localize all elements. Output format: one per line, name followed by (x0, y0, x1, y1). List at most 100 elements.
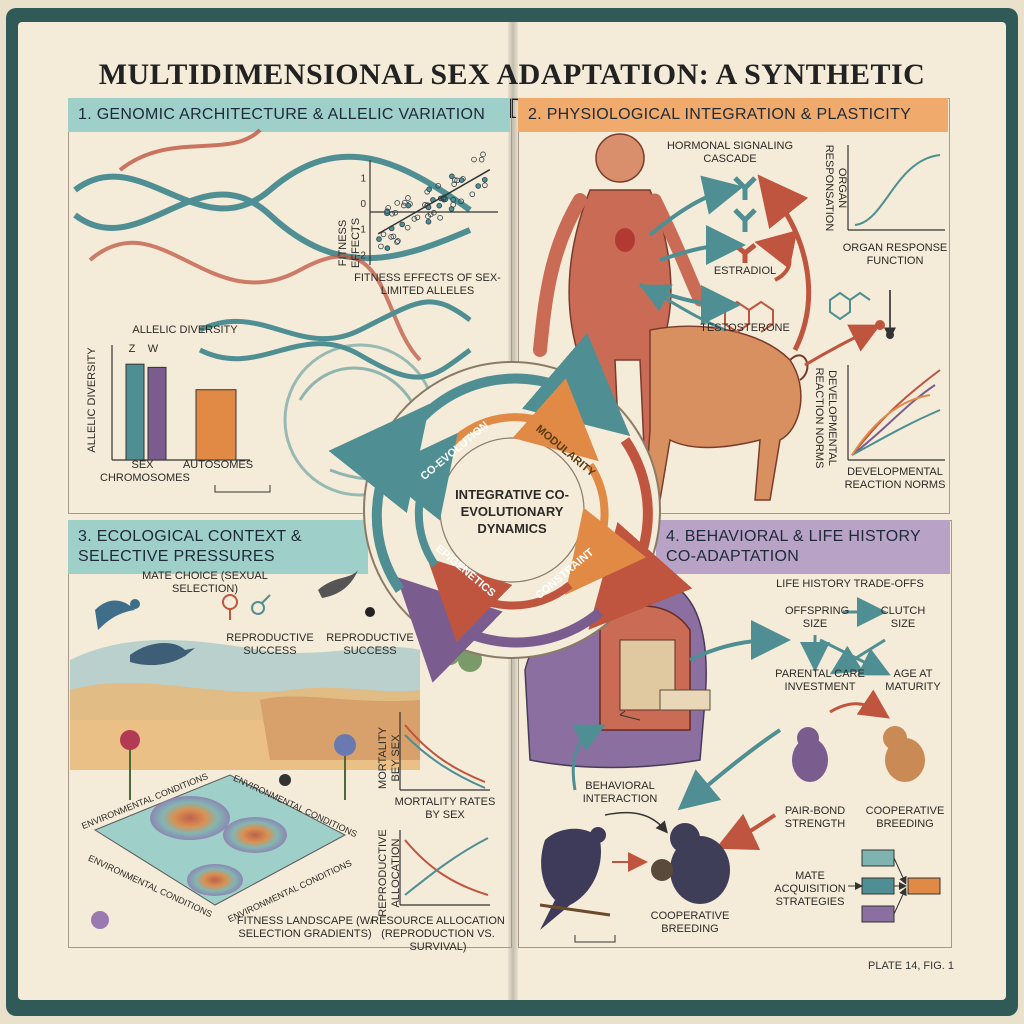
bar-label-z: Z (128, 343, 136, 355)
scatter-point (449, 173, 455, 180)
panel-4-arrows (571, 620, 890, 872)
scatter-point (389, 210, 395, 217)
bar-w (147, 366, 167, 461)
scatter-point (450, 196, 456, 203)
scatter-point (404, 224, 411, 231)
scatter-point (425, 218, 432, 225)
norms-y-axis-label: DEVELOPMENTAL REACTION NORMS (813, 367, 838, 469)
scatter-point (392, 209, 399, 216)
behavioral-interaction-label: BEHAVIORAL INTERACTION (582, 780, 658, 805)
cooperative-breeding-label-1: COOPERATIVE BREEDING (865, 805, 945, 830)
scatter-point (435, 182, 441, 189)
scatter-point (451, 181, 457, 187)
scatter-point (384, 208, 390, 215)
birds-and-symbols (95, 570, 375, 666)
scatter-point (426, 186, 432, 193)
bar-autosomes (195, 389, 237, 461)
parental-care-label: PARENTAL CARE INVESTMENT (775, 668, 865, 693)
scatter-point (395, 238, 401, 244)
age-at-maturity-label: AGE AT MATURITY (885, 668, 941, 693)
scatter-point (401, 202, 407, 209)
scatter-point (384, 245, 391, 252)
scatter-point (437, 214, 443, 221)
scatter-y-axis-label: FITNESS EFFECTS (337, 217, 362, 268)
panel-2-header: 2. PHYSIOLOGICAL INTEGRATION & PLASTICIT… (518, 98, 948, 132)
scatter-point (471, 156, 477, 163)
scatter-point (380, 231, 387, 238)
scatter-point (481, 176, 488, 183)
scatter-points (376, 151, 488, 252)
testosterone-label: TESTOSTERONE (700, 322, 790, 334)
scatter-y-tick: -1 (357, 225, 366, 236)
cooperative-breeding-label-2: COOPERATIVE BREEDING (650, 910, 730, 935)
scatter-point (425, 213, 431, 219)
scatter-point (394, 200, 401, 206)
mortality-caption: MORTALITY RATES BY SEX (394, 796, 496, 821)
scatter-y-ticks: 10-1-2 (357, 173, 366, 261)
scatter-point (388, 234, 394, 240)
tradeoff-arrows (800, 597, 891, 676)
allocation-y-axis-label: REPRODUCTIVE ALLOCATION (377, 829, 402, 917)
scatter-point (405, 202, 412, 209)
scatter-point (451, 177, 458, 183)
panel-3-header: 3. ECOLOGICAL CONTEXT & SELECTIVE PRESSU… (68, 520, 368, 574)
scatter-point (394, 239, 400, 245)
organ-response-chart (847, 145, 945, 231)
scatter-point (475, 183, 482, 189)
scatter-point (478, 156, 485, 163)
panel-4-header: 4. BEHAVIORAL & LIFE HISTORY CO-ADAPTATI… (656, 520, 950, 574)
scatter-point (390, 233, 397, 240)
scatter-point (414, 214, 421, 221)
flowers-decoration (91, 730, 356, 929)
scatter-point (405, 195, 411, 201)
allocation-chart (399, 830, 490, 906)
scatter-point (482, 182, 488, 189)
panel-1-header: 1. GENOMIC ARCHITECTURE & ALLELIC VARIAT… (68, 98, 510, 132)
scatter-point (427, 211, 434, 218)
reaction-norms-chart (847, 365, 945, 461)
scatter-point (436, 202, 443, 209)
organ-y-axis-label: ORGAN RESPONSATION (823, 144, 848, 232)
mate-acquisition-flow (574, 849, 941, 943)
center-cycle-diagram (328, 332, 693, 683)
bar-z (125, 363, 145, 461)
scatter-point (399, 221, 406, 228)
allocation-caption: RESOURCE ALLOCATION (REPRODUCTION VS. SU… (371, 915, 505, 953)
reaction-norms-caption: DEVELOPMENTAL REACTION NORMS (844, 466, 946, 491)
scatter-y-tick: 1 (360, 173, 366, 184)
fitness-landscape-illustration (93, 774, 347, 906)
scatter-y-tick: 0 (360, 199, 366, 210)
clutch-size-label: CLUTCH SIZE (880, 605, 926, 630)
offspring-size-label: OFFSPRING SIZE (785, 605, 850, 630)
scatter-point (480, 151, 486, 158)
scatter-point (378, 243, 384, 250)
pair-bond-label: PAIR-BOND STRENGTH (784, 805, 846, 830)
reproductive-success-label-1: REPRODUCTIVE SUCCESS (226, 632, 314, 657)
bar-marks (125, 363, 237, 461)
mortality-y-axis-label: MORTALITY BEY SEX (377, 727, 402, 789)
center-title: INTEGRATIVE CO-EVOLUTIONARY DYNAMICS (455, 487, 569, 536)
panel-2-arrows (639, 174, 896, 367)
animals-illustration (539, 726, 925, 930)
scatter-point (458, 177, 465, 183)
fitness-scatter-plot: 10-1-2 (357, 151, 498, 265)
mate-choice-label: MATE CHOICE (SEXUAL SELECTION) (142, 570, 268, 595)
scatter-point (385, 205, 391, 211)
estradiol-label: ESTRADIOL (713, 265, 777, 277)
mate-acquisition-label: MATE ACQUISITION STRATEGIES (774, 870, 846, 908)
scatter-caption: FITNESS EFFECTS OF SEX-LIMITED ALLELES (354, 272, 501, 297)
tradeoffs-title: LIFE HISTORY TRADE-OFFS (776, 578, 924, 590)
fitness-landscape-caption: FITNESS LANDSCAPE (W/ SELECTION GRADIENT… (236, 915, 374, 940)
reproductive-success-label-2: REPRODUCTIVE SUCCESS (326, 632, 414, 657)
organ-response-caption: ORGAN RESPONSE FUNCTION (842, 242, 948, 267)
bar-label-sex-chromosomes: SEX CHROMOSOMES (100, 459, 190, 484)
bar-y-axis-label: ALLELIC DIVERSITY (86, 347, 98, 453)
scatter-point (411, 216, 418, 222)
scatter-point (402, 199, 408, 206)
allelic-diversity-bar-chart (111, 345, 271, 493)
bar-chart-title: ALLELIC DIVERSITY (132, 324, 238, 336)
scatter-point (458, 198, 464, 205)
bar-label-w: W (147, 343, 159, 355)
